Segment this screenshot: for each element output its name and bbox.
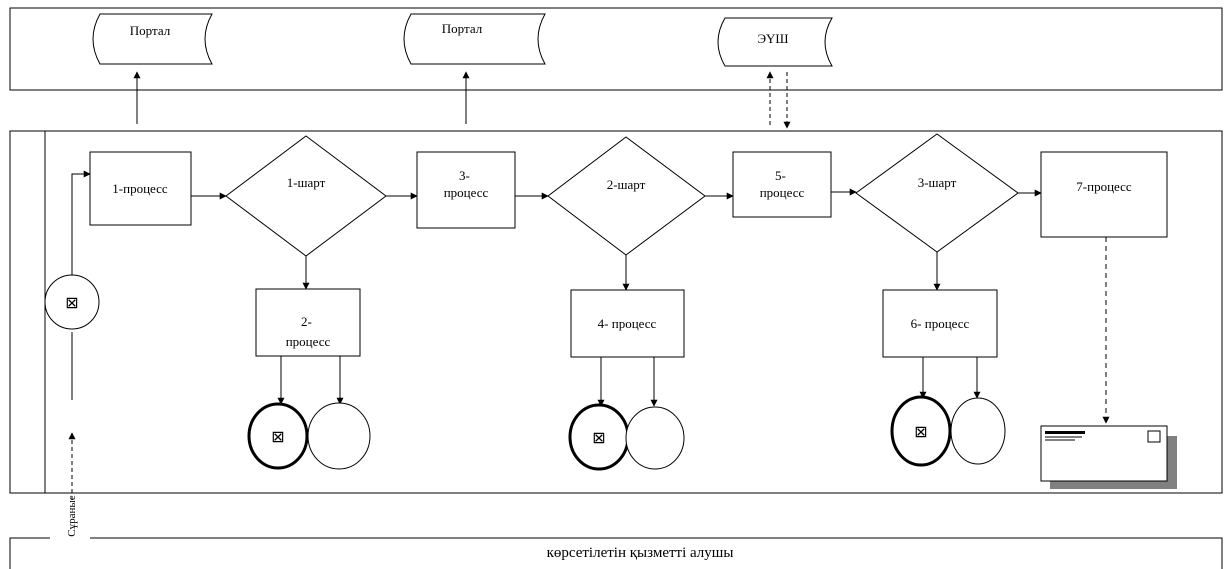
condition-1-label: 1-шарт: [287, 175, 326, 190]
end-event-4b: [625, 406, 685, 470]
request-label: Сұраныс: [66, 495, 78, 536]
portal-1-shape: Портал: [92, 13, 213, 65]
end-event-6a: [890, 395, 952, 467]
portal-1-label: Портал: [130, 23, 171, 38]
process-5-label: 5- процесс: [760, 168, 805, 200]
end-event-2b: [307, 402, 371, 470]
message-end-envelope: [1040, 425, 1177, 489]
process-6-label: 6- процесс: [911, 316, 970, 331]
eush-shape: ЭҮШ: [717, 17, 833, 67]
bottom-lane-label: көрсетілетін қызметті алушы: [547, 545, 734, 561]
process-5: [732, 151, 832, 218]
start-line-upper: [71, 170, 91, 275]
process-7-label: 7-процесс: [1076, 179, 1132, 194]
middle-lane: [9, 130, 1223, 494]
process-7: [1040, 151, 1168, 238]
process-3: [416, 151, 516, 229]
process-1: [89, 151, 192, 226]
process-3-label: 3- процесс: [444, 168, 489, 200]
process-2-label: 2- процесс: [286, 314, 331, 349]
process-4-label: 4- процесс: [598, 316, 657, 331]
top-lane: [9, 7, 1223, 91]
condition-1: [225, 135, 387, 257]
condition-2: [547, 136, 706, 256]
process-6: [882, 289, 998, 358]
process-2: [255, 288, 361, 357]
end-event-2a: [247, 402, 309, 470]
start-event-icon: ⊠: [65, 293, 78, 312]
condition-2-label: 2-шарт: [607, 177, 646, 192]
bottom-lane-left: [9, 537, 50, 569]
condition-3-label: 3-шарт: [918, 175, 957, 190]
process-4: [570, 289, 685, 358]
eush-label: ЭҮШ: [757, 31, 788, 46]
condition-3: [855, 133, 1019, 253]
process-1-label: 1-процесс: [112, 181, 168, 196]
portal-2-shape: Портал: [403, 13, 546, 65]
portal-2-label: Портал: [442, 21, 483, 36]
end-event-6b: [950, 397, 1006, 465]
end-event-6a-icon: ⊠: [914, 422, 927, 441]
end-event-2a-icon: ⊠: [271, 427, 284, 446]
bottom-lane: [90, 537, 1223, 569]
end-event-4a-icon: ⊠: [592, 428, 605, 447]
